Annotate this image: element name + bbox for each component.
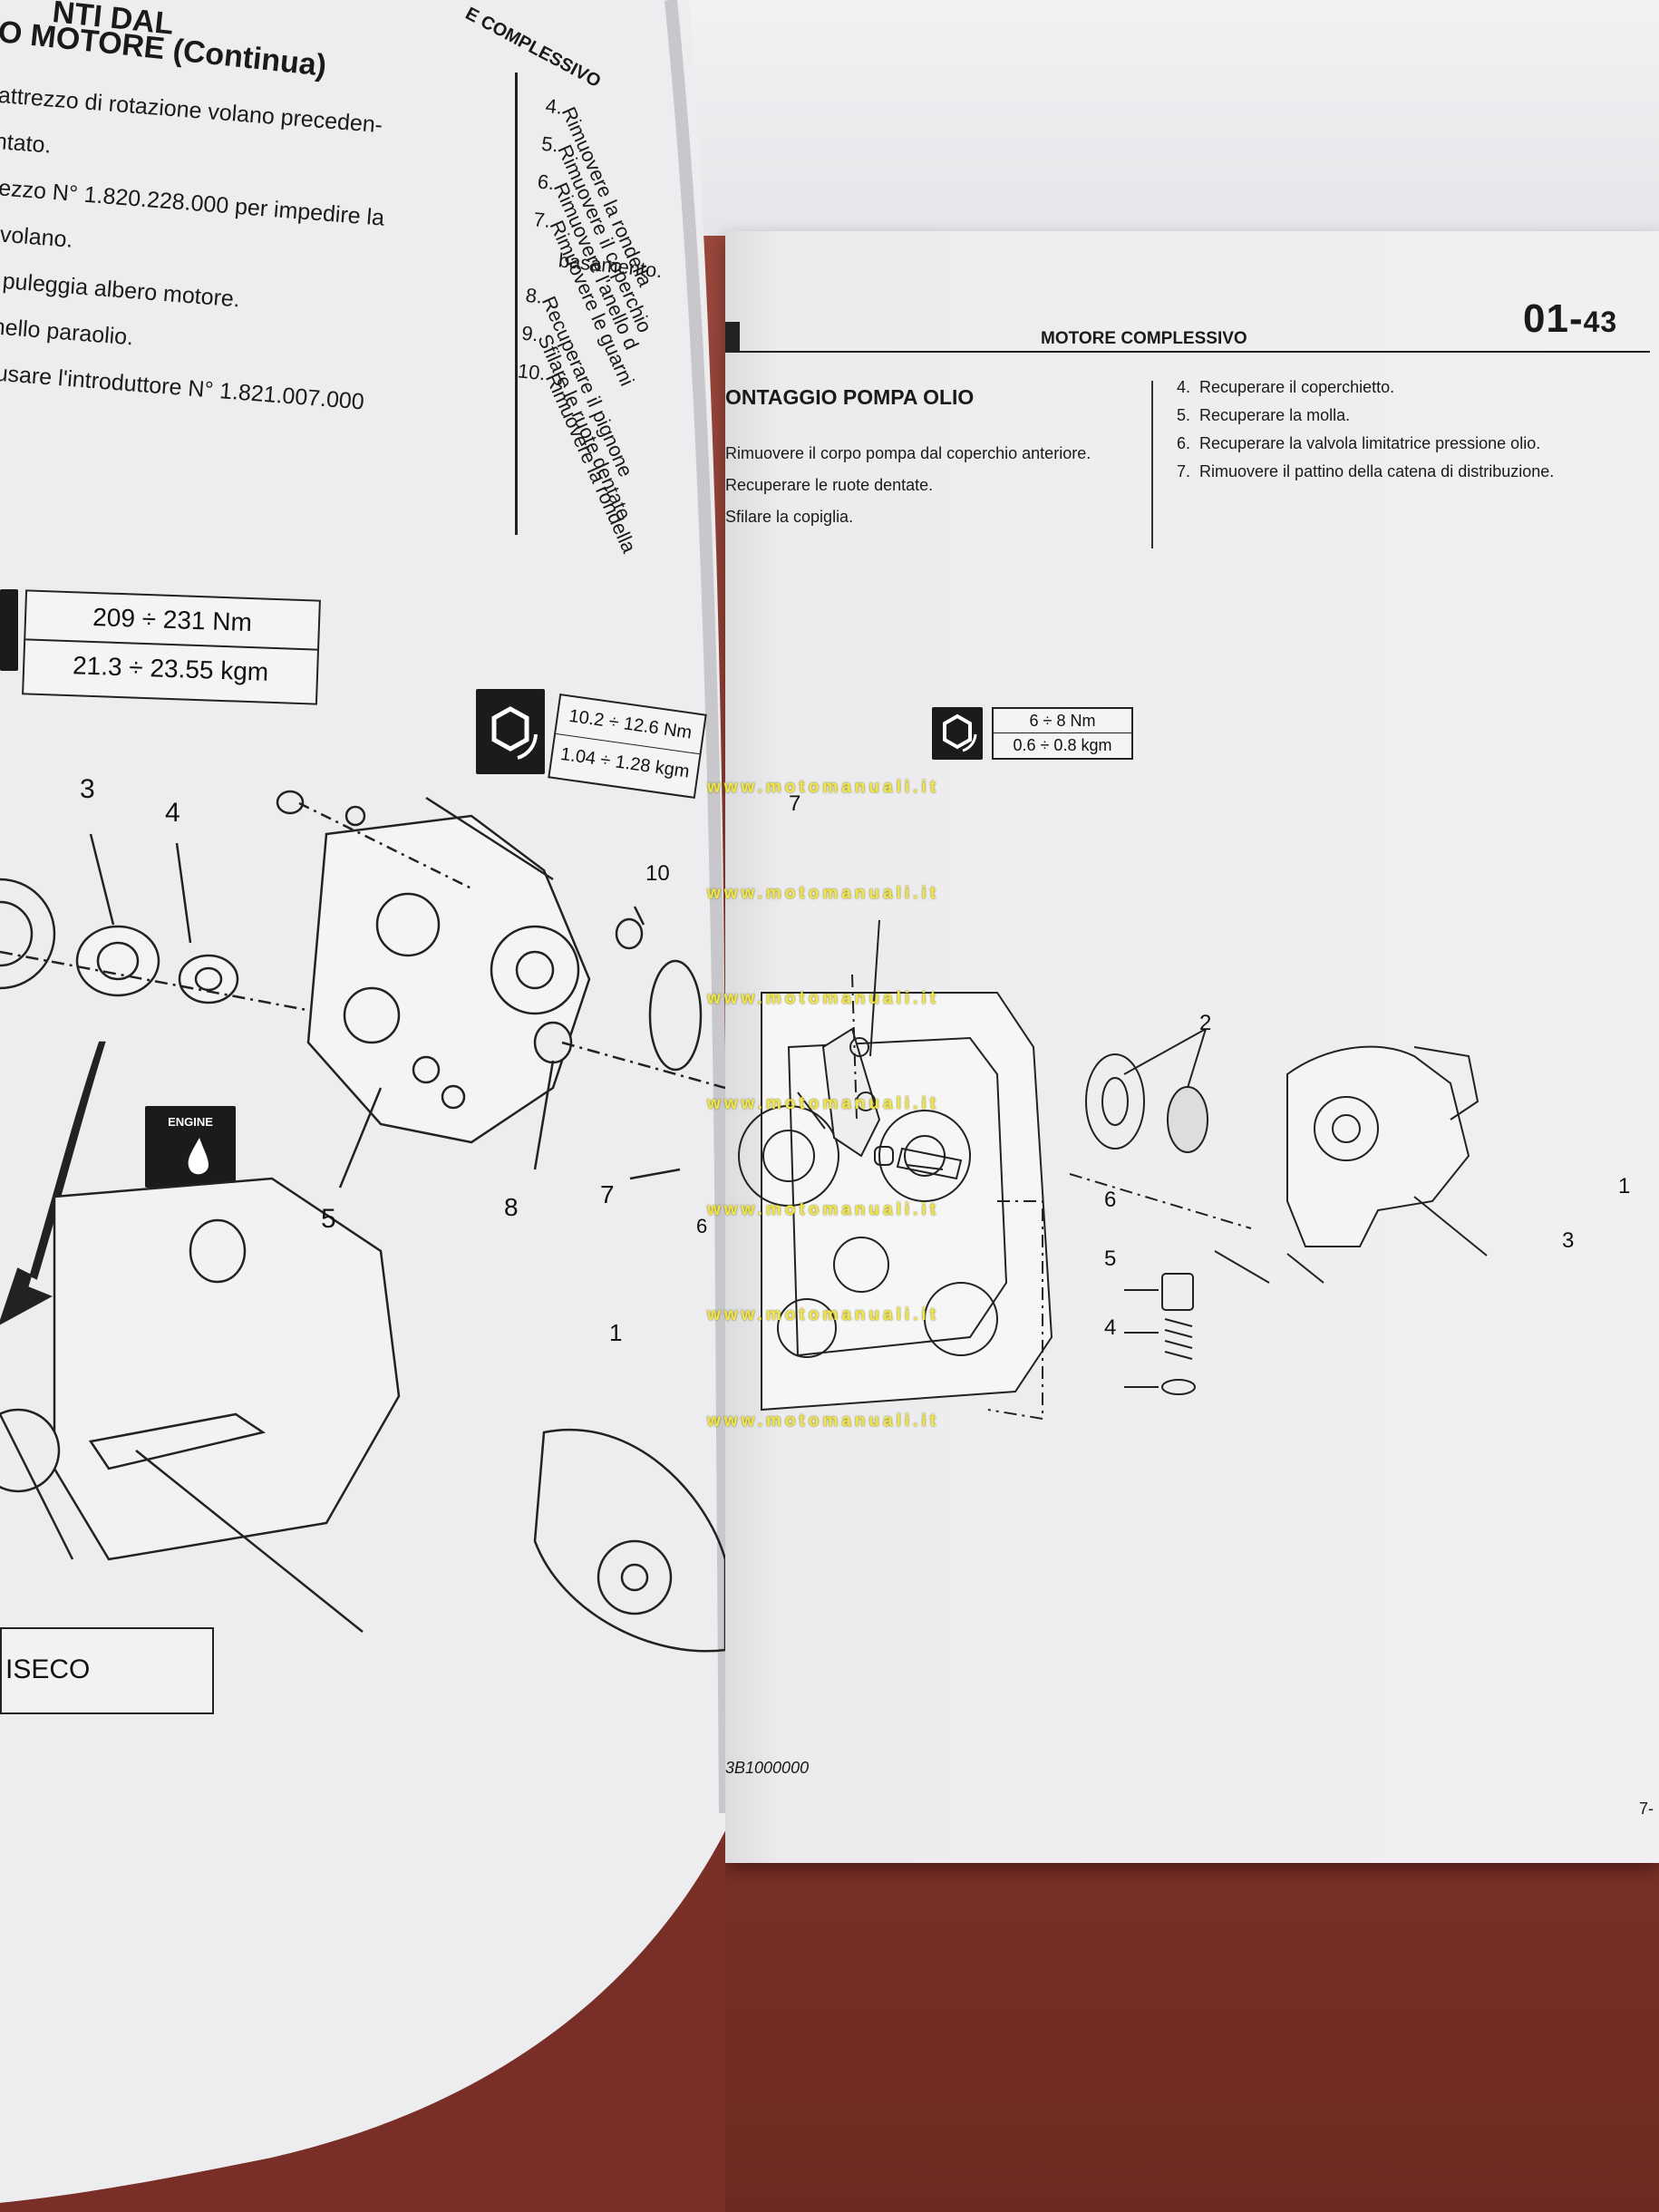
left-page: NTI DAL O MOTORE (Continua) E COMPLESSIV… (0, 0, 725, 2212)
torque-spec-box: 6 ÷ 8 Nm 0.6 ÷ 0.8 kgm (992, 707, 1133, 760)
callout-6: 6 (1104, 1188, 1117, 1212)
left-step-3: Sfilare la copiglia. (725, 508, 854, 526)
left-callout-6: 6 (696, 1215, 708, 1237)
torque-wrench-icon (0, 589, 18, 671)
left-steps: 4. Rimuovere la rondella 5. Rimuovere il… (516, 93, 664, 557)
left-callout-7: 7 (600, 1180, 615, 1208)
left-callout-10: 10 (645, 861, 670, 886)
torque-wrench-icon (932, 707, 983, 760)
header-marker (725, 322, 740, 353)
column-divider (1151, 381, 1153, 548)
background-card (635, 0, 1659, 236)
right-step-4: 4. Recuperare il coperchietto. (1177, 378, 1395, 396)
watermark-5: www.motomanuali.it (707, 1200, 940, 1219)
watermark-4: www.motomanuali.it (707, 1094, 940, 1113)
engine-oil-icon: ENGINE (145, 1106, 236, 1188)
footer-right: 7- (1639, 1800, 1654, 1818)
section-title: MOTORE COMPLESSIVO (1041, 329, 1247, 348)
right-page: MOTORE COMPLESSIVO 01-43 ONTAGGIO POMPA … (725, 231, 1659, 1863)
right-step-7: 7. Rimuovere il pattino della catena di … (1177, 462, 1555, 480)
timing-cover-exploded-diagram (0, 790, 725, 1653)
left-callout-1: 1 (609, 1319, 623, 1346)
left-bottom-box: ISECO (0, 1627, 214, 1714)
left-step-1: Rimuovere il corpo pompa dal coperchio a… (725, 444, 1091, 462)
callout-1: 1 (1618, 1174, 1631, 1198)
watermark-7: www.motomanuali.it (707, 1412, 940, 1431)
footer-code: 3B1000000 (725, 1759, 810, 1777)
right-step-5: 5. Recuperare la molla. (1177, 406, 1351, 424)
watermark-6: www.motomanuali.it (707, 1305, 940, 1324)
left-callout-8: 8 (504, 1193, 519, 1221)
left-callout-5: 5 (321, 1204, 336, 1234)
left-step-2: Recuperare le ruote dentate. (725, 476, 934, 494)
left-callout-4: 4 (165, 798, 180, 828)
right-step-6: 6. Recuperare la valvola limitatrice pre… (1177, 434, 1541, 452)
callout-2: 2 (1199, 1011, 1212, 1035)
torque-wrench-icon (476, 689, 545, 774)
left-paragraphs: attrezzo di rotazione volano preceden- n… (0, 82, 386, 415)
left-callout-3: 3 (80, 774, 95, 804)
watermark-1: www.motomanuali.it (707, 778, 940, 797)
left-column-divider (515, 73, 518, 535)
callout-3: 3 (1562, 1228, 1575, 1253)
oil-pump-exploded-diagram (738, 919, 1488, 1421)
subtitle: ONTAGGIO POMPA OLIO (725, 385, 975, 409)
torque-spec-box-1: 209 ÷ 231 Nm 21.3 ÷ 23.55 kgm (22, 589, 321, 705)
watermark-2: www.motomanuali.it (707, 884, 940, 903)
header-rule (725, 351, 1650, 353)
callout-5: 5 (1104, 1247, 1117, 1271)
callout-7: 7 (789, 791, 801, 816)
callout-4: 4 (1104, 1315, 1117, 1340)
watermark-3: www.motomanuali.it (707, 989, 940, 1008)
page-number: 01-43 (1523, 296, 1618, 341)
